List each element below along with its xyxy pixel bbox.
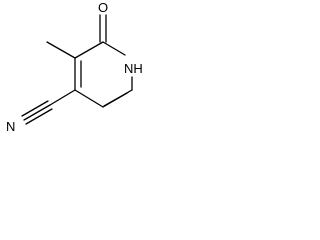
bond-methyl	[46, 41, 76, 59]
bond-c4-cn	[49, 89, 76, 106]
bond-c2-n1	[102, 41, 126, 56]
oxygen-label: O	[98, 0, 108, 15]
nh-label: NH	[124, 61, 143, 76]
bond-c3-c2	[74, 41, 104, 59]
bond-nitrile-2	[21, 100, 49, 117]
bond-nitrile-3	[25, 108, 53, 125]
bond-c5-c4	[74, 89, 104, 108]
chemical-structure: O NH N	[6, 0, 143, 134]
nitrile-n-label: N	[6, 119, 15, 134]
bond-nitrile-1	[23, 104, 51, 121]
bond-c6-c5-double	[103, 92, 128, 107]
